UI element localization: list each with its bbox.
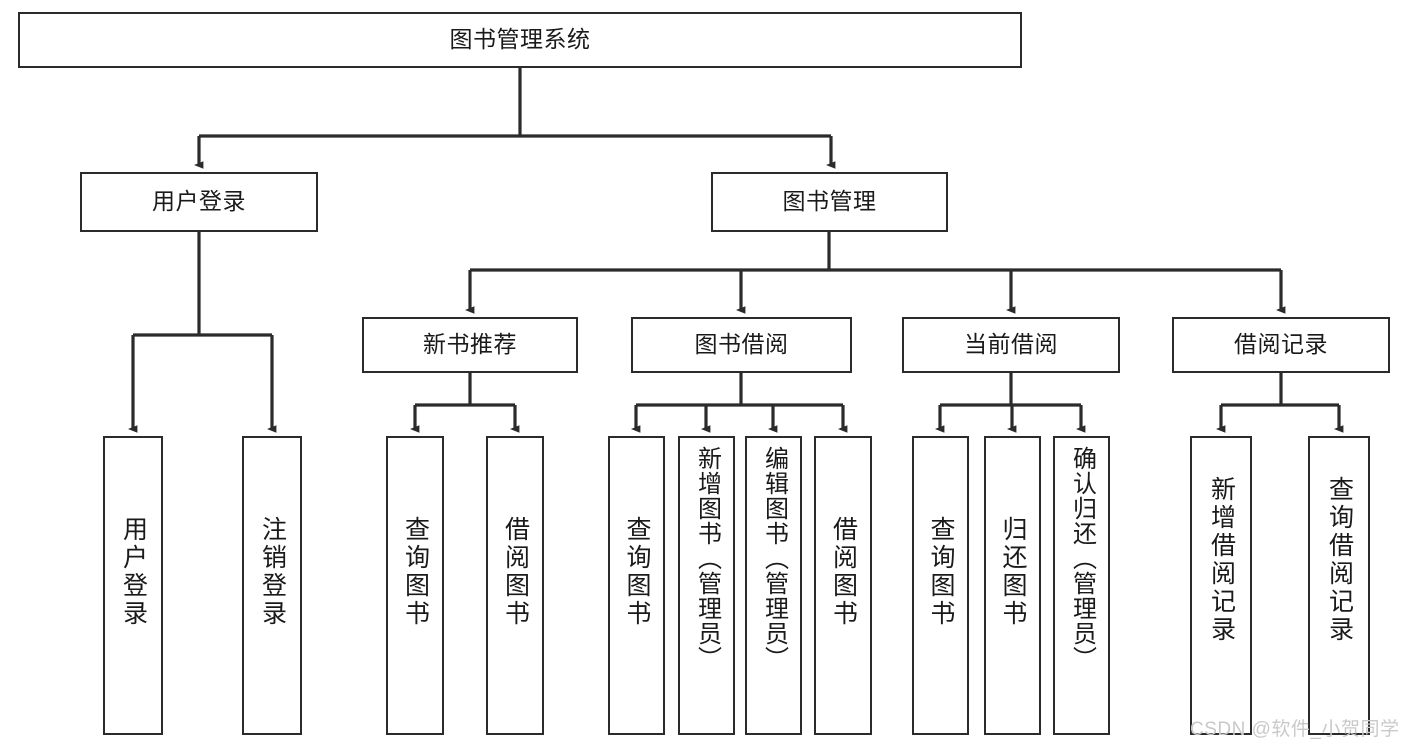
node-leaf-add-book[interactable]: 新增图书（管理员） [678, 436, 735, 735]
node-leaf-add-book-label: 新增图书（管理员） [693, 446, 721, 671]
node-leaf-query-record-label: 查询借阅记录 [1325, 476, 1354, 644]
node-leaf-borrow-book-1-label: 借阅图书 [501, 516, 530, 628]
node-leaf-query-book-2[interactable]: 查询图书 [608, 436, 665, 735]
node-leaf-edit-book[interactable]: 编辑图书（管理员） [745, 436, 802, 735]
node-leaf-return-book-label: 归还图书 [999, 516, 1027, 628]
node-leaf-confirm-return[interactable]: 确认归还（管理员） [1053, 436, 1110, 735]
node-leaf-query-book-2-label: 查询图书 [623, 516, 651, 628]
node-leaf-query-book-1[interactable]: 查询图书 [386, 436, 444, 735]
node-leaf-query-record[interactable]: 查询借阅记录 [1308, 436, 1370, 735]
node-new-book-recommend-label: 新书推荐 [423, 331, 517, 358]
node-book-borrow-label: 图书借阅 [694, 331, 789, 358]
node-leaf-edit-book-label: 编辑图书（管理员） [760, 446, 788, 671]
node-user-login[interactable]: 用户登录 [80, 172, 318, 232]
node-leaf-logout-label: 注销登录 [258, 516, 287, 628]
node-borrow-record-label: 借阅记录 [1234, 331, 1328, 358]
node-leaf-add-record[interactable]: 新增借阅记录 [1190, 436, 1252, 735]
node-leaf-add-record-label: 新增借阅记录 [1207, 476, 1236, 644]
node-book-borrow[interactable]: 图书借阅 [631, 317, 852, 373]
node-book-manage[interactable]: 图书管理 [711, 172, 948, 232]
node-leaf-query-book-1-label: 查询图书 [401, 516, 430, 628]
node-new-book-recommend[interactable]: 新书推荐 [362, 317, 578, 373]
node-leaf-confirm-return-label: 确认归还（管理员） [1068, 446, 1096, 671]
node-leaf-return-book[interactable]: 归还图书 [984, 436, 1041, 735]
node-root-label: 图书管理系统 [449, 26, 591, 53]
node-leaf-borrow-book-2-label: 借阅图书 [829, 516, 858, 628]
node-leaf-query-book-3-label: 查询图书 [927, 516, 955, 628]
node-borrow-record[interactable]: 借阅记录 [1172, 317, 1390, 373]
node-root[interactable]: 图书管理系统 [18, 12, 1022, 68]
node-current-borrow[interactable]: 当前借阅 [902, 317, 1120, 373]
node-user-login-label: 用户登录 [152, 188, 246, 215]
node-leaf-user-login-label: 用户登录 [119, 516, 148, 628]
node-leaf-borrow-book-2[interactable]: 借阅图书 [814, 436, 872, 735]
node-leaf-borrow-book-1[interactable]: 借阅图书 [486, 436, 544, 735]
node-leaf-user-login[interactable]: 用户登录 [103, 436, 163, 735]
node-leaf-query-book-3[interactable]: 查询图书 [912, 436, 969, 735]
node-leaf-logout[interactable]: 注销登录 [242, 436, 302, 735]
node-current-borrow-label: 当前借阅 [964, 331, 1058, 358]
node-book-manage-label: 图书管理 [782, 188, 877, 215]
